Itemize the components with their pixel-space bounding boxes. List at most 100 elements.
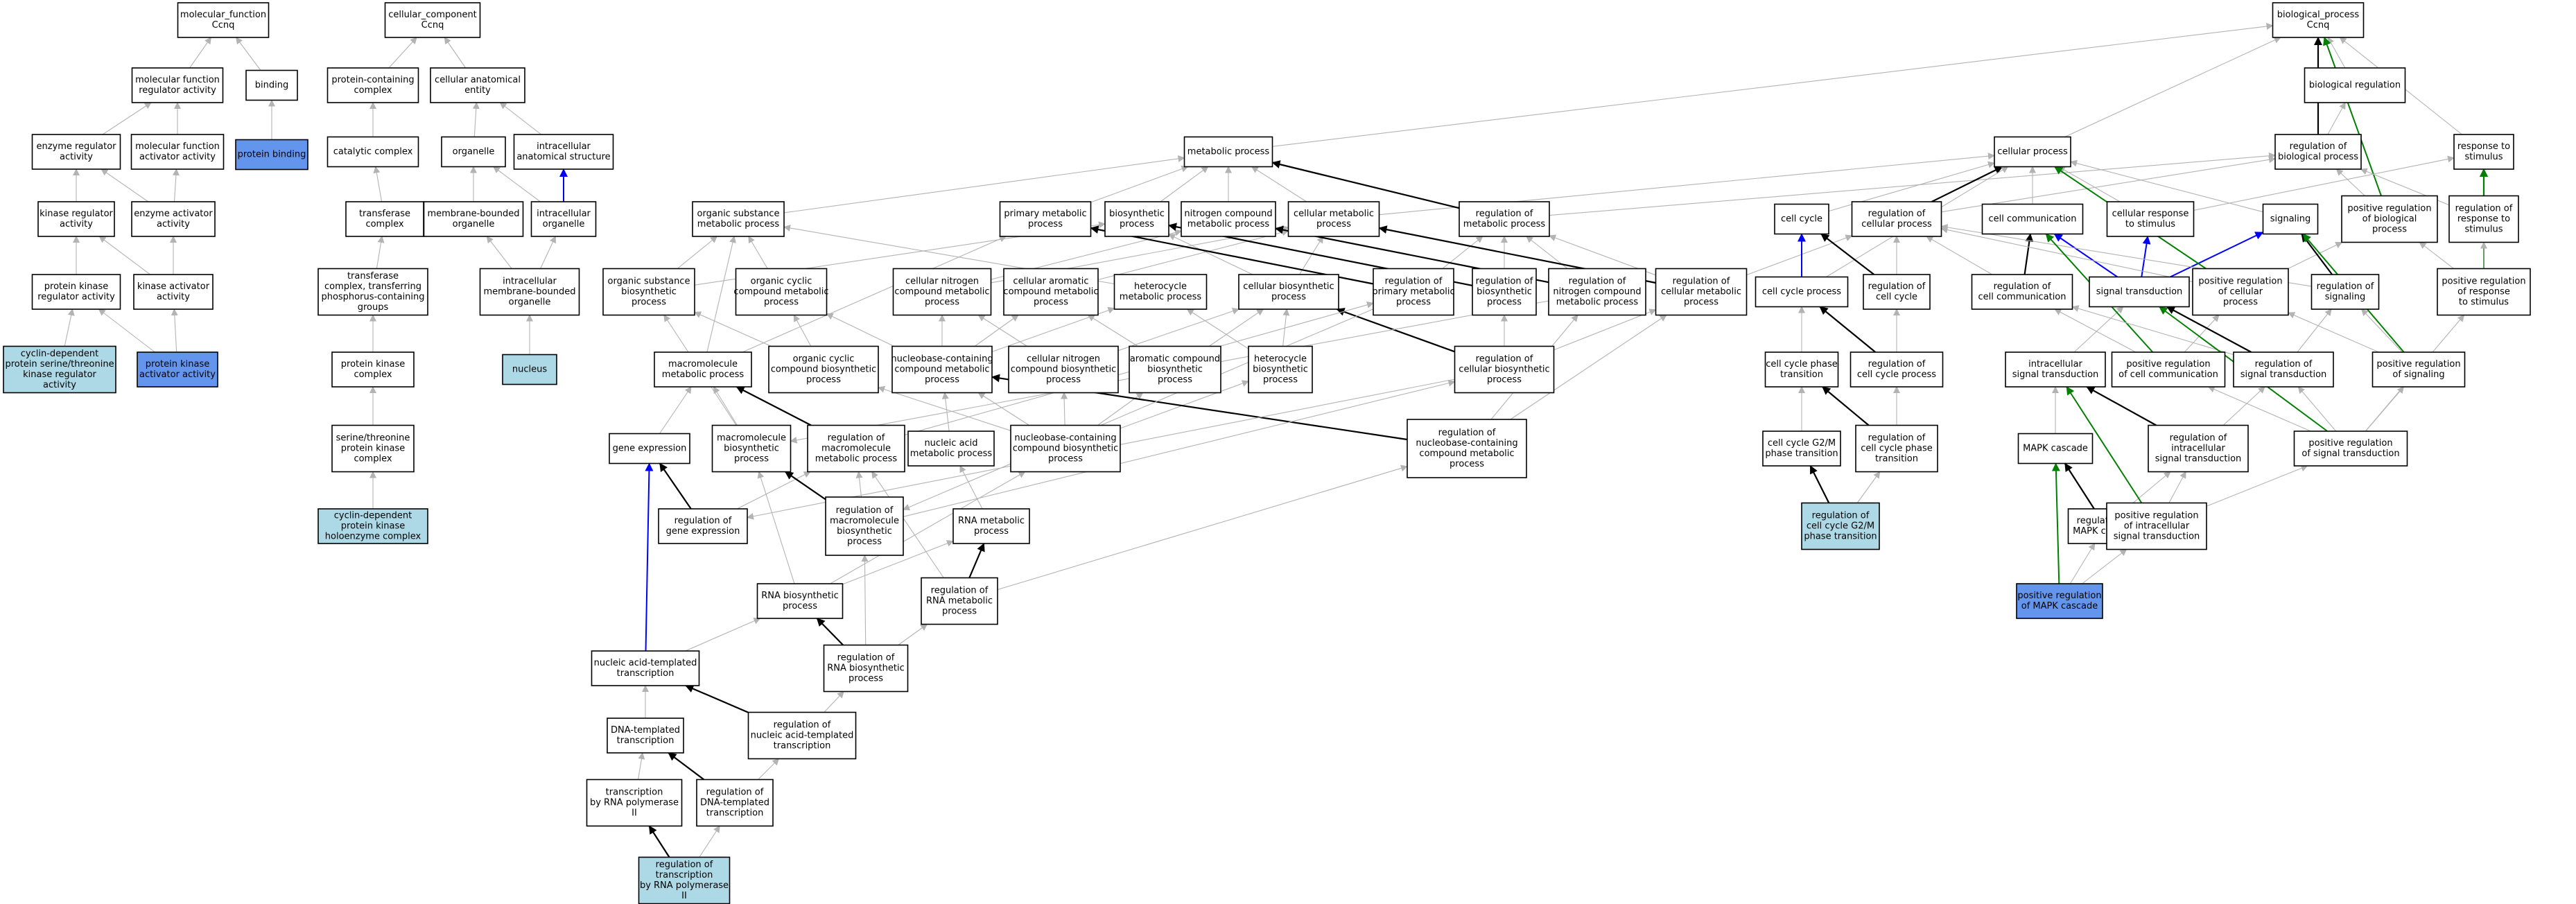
node-bio-reg[interactable]: biological regulation	[2304, 67, 2406, 103]
node-mapk[interactable]: MAPK cascade	[2017, 433, 2094, 464]
node-reg-nccmp[interactable]: regulation ofnucleobase-containingcompou…	[1407, 419, 1527, 478]
node-gene-expr[interactable]: gene expression	[609, 433, 690, 464]
node-nucleus[interactable]: nucleus	[502, 354, 557, 385]
node-signaling[interactable]: signaling	[2262, 203, 2319, 235]
node-cell-comm[interactable]: cell communication	[1981, 203, 2084, 235]
node-metab[interactable]: metabolic process	[1183, 136, 1273, 168]
node-ccp[interactable]: cell cycle process	[1755, 276, 1849, 308]
node-binding[interactable]: binding	[245, 69, 298, 101]
node-cell-proc[interactable]: cellular process	[1994, 136, 2071, 168]
node-cell-cycle[interactable]: cell cycle	[1774, 203, 1829, 235]
node-sig-trans[interactable]: signal transduction	[2089, 276, 2190, 308]
node-reg-mbp[interactable]: regulation ofmacromoleculebiosyntheticpr…	[825, 496, 904, 556]
node-cat-complex[interactable]: catalytic complex	[327, 136, 419, 168]
node-prot-binding[interactable]: protein binding	[235, 139, 308, 171]
